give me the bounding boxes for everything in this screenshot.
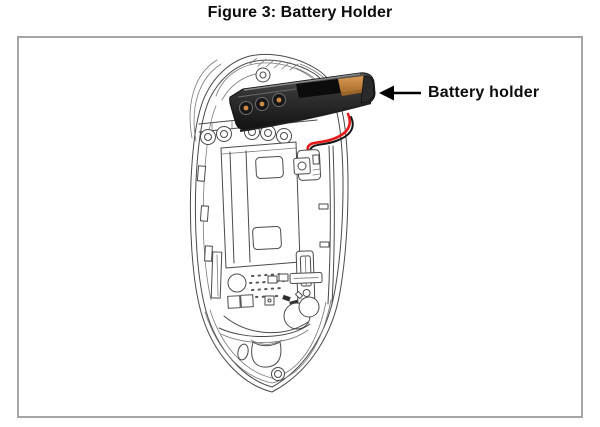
battery-holder-graphic (229, 72, 376, 132)
device-shell (189, 53, 349, 393)
battery-compartment (220, 141, 301, 269)
circuit-board (223, 273, 320, 334)
battery-visible (338, 76, 366, 93)
battery-holder-label: Battery holder (428, 84, 540, 101)
battery-contacts (239, 93, 286, 115)
figure-caption: Figure 3: Battery Holder (207, 4, 393, 21)
top-screw-boss (255, 67, 271, 83)
device-interior (196, 111, 335, 381)
figure-frame (17, 36, 583, 418)
bottom-screw-hole (271, 367, 285, 381)
left-arrow-icon (379, 85, 421, 101)
right-rail-latch (289, 145, 335, 306)
bottom-details (218, 323, 311, 381)
power-wires (305, 112, 354, 157)
left-clips (196, 165, 223, 299)
wire-connector (293, 149, 322, 181)
hatch-ticks (249, 57, 299, 71)
holder-window (296, 79, 341, 98)
